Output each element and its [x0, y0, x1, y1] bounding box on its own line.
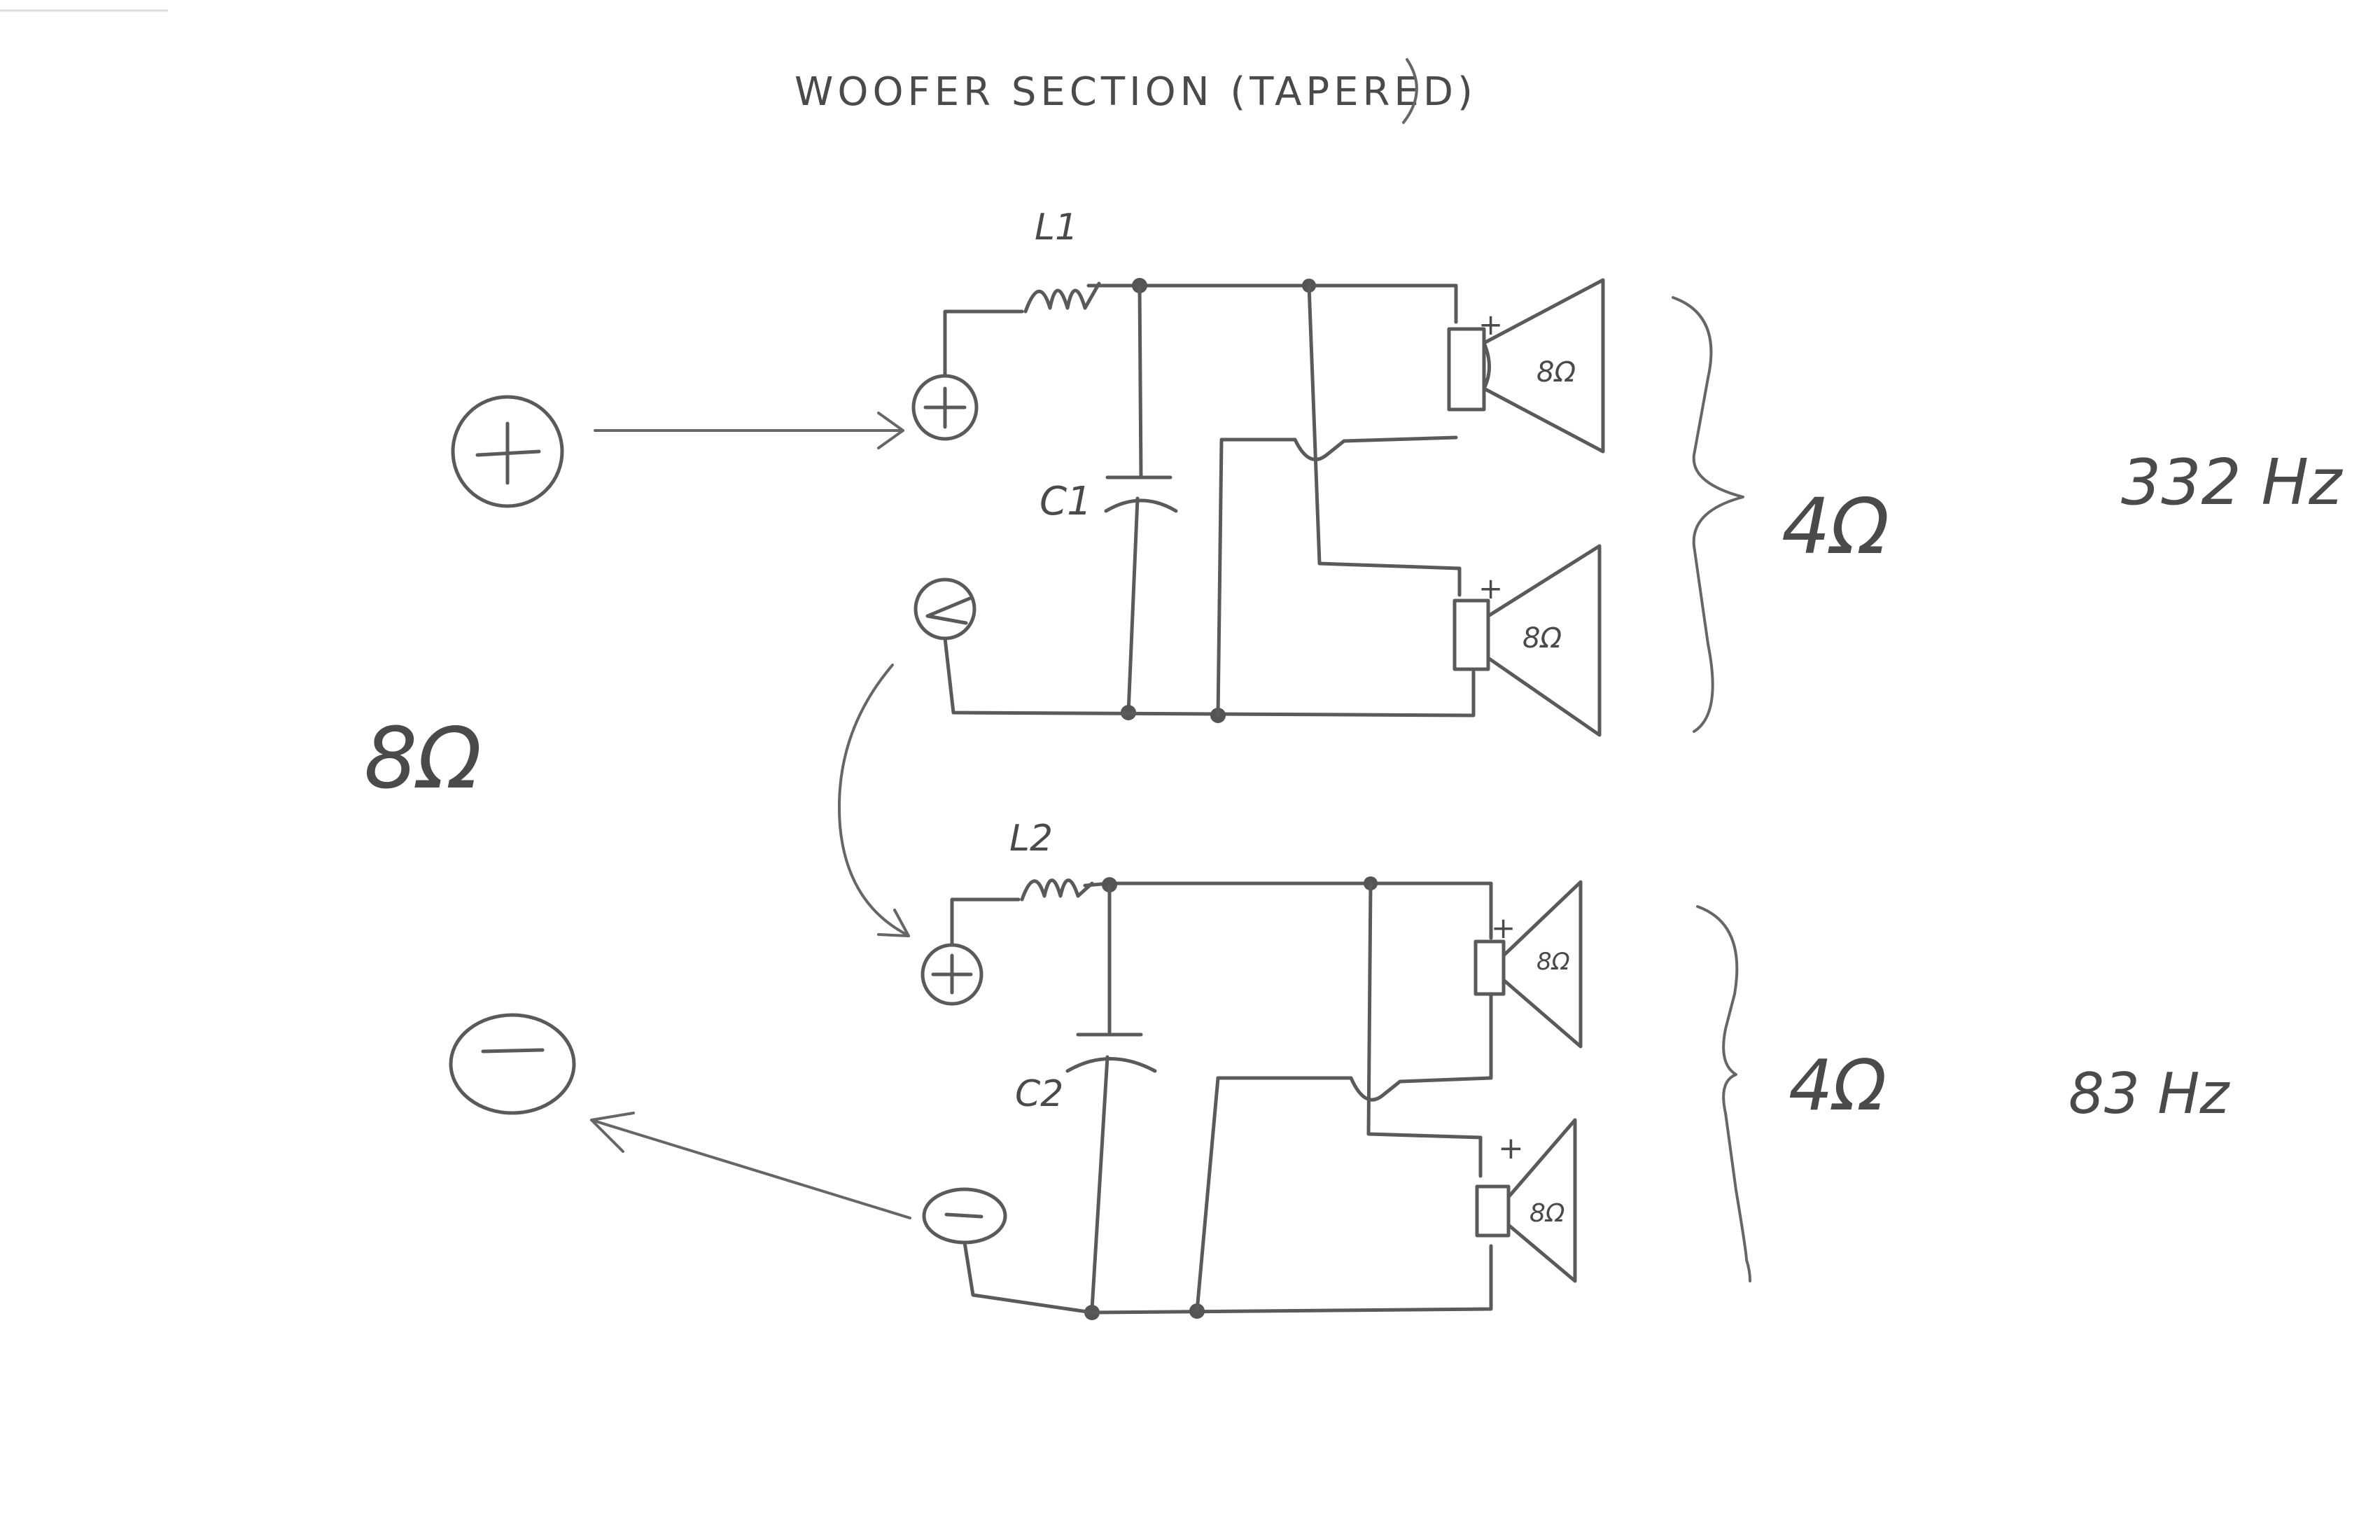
bottom-group-impedance: 4Ω — [1788, 1044, 1886, 1126]
capacitor-c2-plate-bottom — [1065, 1057, 1157, 1073]
arrow-to-input-minus — [590, 1112, 911, 1219]
top-group-impedance: 4Ω — [1782, 482, 1889, 571]
bottom-driver-2 — [1475, 1118, 1577, 1283]
input-minus-terminal — [449, 1013, 576, 1115]
bottom-section: + + 8Ω 8Ω L2 C2 4Ω 83 Hz — [920, 818, 2230, 1320]
bottom-driver-1 — [1474, 880, 1583, 1080]
inductor-l2 — [1020, 878, 1094, 902]
top-minus-terminal — [913, 578, 976, 640]
top-driver-2 — [1452, 544, 1602, 737]
capacitor-c1-label: C1 — [1040, 479, 1092, 524]
capacitor-c1-plate-bottom — [1104, 498, 1178, 513]
bottom-driver-2-plus: + — [1498, 1130, 1524, 1166]
top-driver-1 — [1447, 278, 1605, 454]
top-brace — [1672, 296, 1744, 733]
top-plus-terminal — [911, 374, 979, 441]
bottom-driver-2-impedance: 8Ω — [1530, 1199, 1565, 1228]
top-driver-2-impedance: 8Ω — [1522, 622, 1562, 654]
diagram-title: WOOFER SECTION (TAPERED) — [794, 69, 1477, 115]
inductor-l2-label: L2 — [1009, 818, 1053, 860]
top-driver-1-impedance: 8Ω — [1536, 356, 1576, 388]
top-driver-2-plus: + — [1478, 571, 1503, 606]
input-plus-terminal — [451, 395, 564, 508]
overall-impedance-label: 8Ω — [364, 710, 482, 808]
bottom-brace — [1696, 905, 1751, 1282]
title-paren-extra — [1402, 58, 1418, 124]
arrow-to-top-plus — [594, 412, 904, 449]
arrow-top-minus-to-bottom-plus — [837, 664, 910, 937]
inductor-l1-label: L1 — [1035, 206, 1078, 248]
top-driver-1-plus: + — [1478, 307, 1503, 342]
bottom-driver-1-plus: + — [1491, 911, 1516, 945]
bottom-minus-terminal — [922, 1187, 1007, 1245]
bottom-driver-1-impedance: 8Ω — [1536, 948, 1570, 976]
bottom-plus-terminal — [920, 943, 983, 1006]
capacitor-c2-label: C2 — [1015, 1073, 1063, 1115]
top-section: + + 8Ω 8Ω L1 C1 4Ω 332 Hz — [911, 206, 2343, 737]
inductor-l1 — [1023, 281, 1101, 314]
bottom-crossover-frequency: 83 Hz — [2068, 1061, 2230, 1126]
top-crossover-frequency: 332 Hz — [2121, 446, 2343, 519]
